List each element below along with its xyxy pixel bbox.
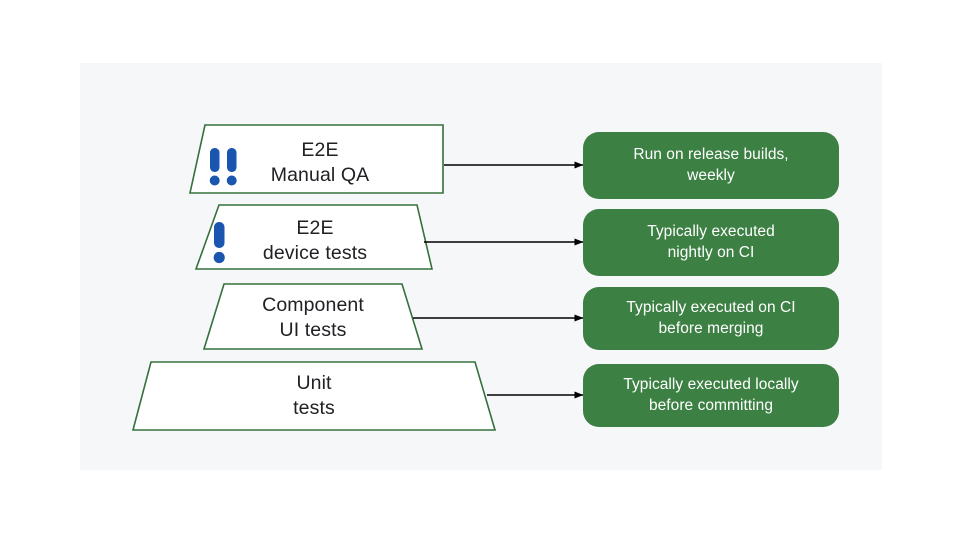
exclamation-icon xyxy=(213,222,225,264)
pyramid-layer-component-ui-tests[interactable] xyxy=(202,283,424,350)
pyramid-layer-e2e-manual-qa[interactable] xyxy=(189,124,444,194)
callout-box-e2e-device-tests[interactable] xyxy=(583,209,839,276)
pyramid-layer-unit-tests[interactable] xyxy=(131,361,497,431)
callout-box-e2e-manual-qa[interactable] xyxy=(583,132,839,199)
pyramid-layer-e2e-device-tests[interactable] xyxy=(194,204,434,270)
callout-box-unit-tests[interactable] xyxy=(583,364,839,427)
callout-box-component-ui-tests[interactable] xyxy=(583,287,839,350)
double-exclamation-icon xyxy=(209,148,237,186)
